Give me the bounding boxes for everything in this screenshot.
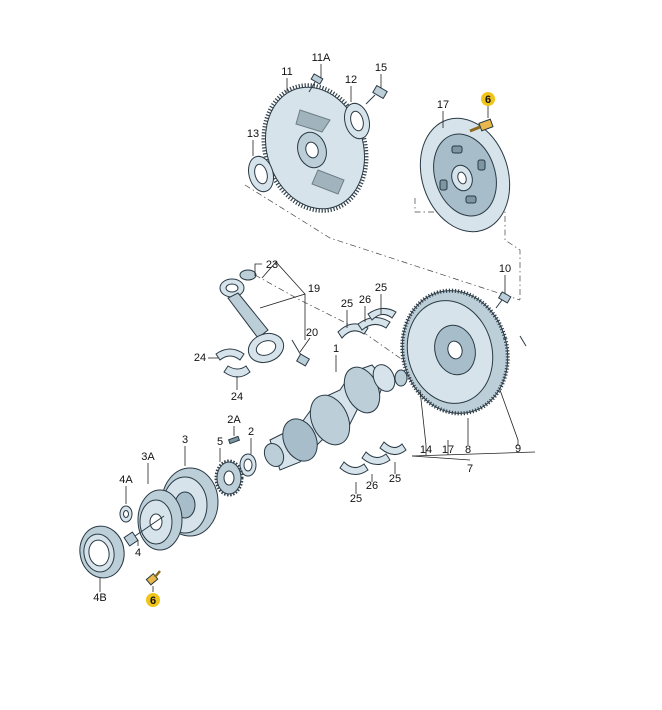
callout-4B: 4B (93, 592, 106, 604)
callout-4: 4 (135, 547, 141, 559)
flexplate (261, 83, 369, 213)
callout-11: 11 (281, 66, 292, 78)
highlight-badge-bottom (146, 593, 160, 607)
pilot-bearing (394, 369, 408, 387)
callout-3A: 3A (141, 451, 155, 463)
callout-5: 5 (217, 436, 223, 448)
callout-3: 3 (182, 434, 188, 446)
spacer-washer (344, 102, 370, 140)
belt-pulley (137, 489, 183, 551)
front-oil-seal (239, 453, 257, 477)
callout-9: 9 (515, 443, 521, 455)
rod-bearing-shells (215, 348, 251, 378)
callout-25-c: 25 (389, 473, 401, 485)
callout-14: 14 (420, 444, 432, 456)
callout-25-d: 25 (350, 493, 362, 505)
flywheel (400, 288, 510, 416)
callout-25-a: 25 (341, 298, 353, 310)
crankshaft-sprocket (214, 459, 244, 497)
woodruff-key (227, 435, 241, 445)
rod-bolt (291, 339, 311, 367)
callout-1: 1 (333, 343, 339, 355)
callout-2: 2 (248, 426, 254, 438)
callout-labels: 11A 11 12 15 13 6 17 23 19 20 25 26 25 1… (93, 52, 521, 607)
callout-24-a: 24 (194, 352, 206, 364)
callout-7: 7 (467, 463, 473, 475)
leader-lines (99, 64, 536, 592)
highlighted-bolt-top (469, 118, 494, 133)
callout-15: 15 (375, 62, 387, 74)
seal-carrier-ring (79, 525, 125, 579)
clutch-disc (419, 117, 511, 233)
callout-17-bottom: 17 (442, 444, 454, 456)
callout-4A: 4A (119, 474, 133, 486)
callout-20: 20 (306, 327, 318, 339)
callout-24-b: 24 (231, 391, 243, 403)
callout-6-bottom: 6 (150, 595, 156, 607)
callout-26-b: 26 (366, 480, 378, 492)
callout-10: 10 (499, 263, 511, 275)
highlighted-bolt-bottom (145, 570, 161, 586)
assembly-lines (244, 184, 521, 366)
callout-13: 13 (247, 128, 259, 140)
flexplate-screw (365, 84, 388, 105)
callout-8: 8 (465, 444, 471, 456)
callout-12: 12 (345, 74, 357, 86)
highlight-badges (146, 92, 495, 607)
callout-23: 23 (266, 259, 278, 271)
highlight-badge-top (481, 92, 495, 106)
main-bearing-shells-lower (339, 441, 407, 475)
crankshaft (263, 364, 396, 471)
main-bearing-shells-upper (337, 308, 397, 339)
dowel-pin (519, 335, 527, 347)
callout-25-b: 25 (375, 282, 387, 294)
flexplate-bolt (308, 73, 324, 93)
flywheel-bolt (495, 291, 512, 309)
pulley-center-bolt (123, 515, 165, 547)
pulley-washer (119, 505, 133, 523)
callout-2A: 2A (227, 414, 241, 426)
connecting-rod (219, 269, 285, 364)
callout-19: 19 (308, 283, 320, 295)
callout-11A: 11A (312, 52, 331, 64)
shim-washer (248, 155, 274, 193)
callout-17-top: 17 (437, 99, 449, 111)
callout-6-top: 6 (485, 94, 491, 106)
callout-26-a: 26 (359, 294, 371, 306)
